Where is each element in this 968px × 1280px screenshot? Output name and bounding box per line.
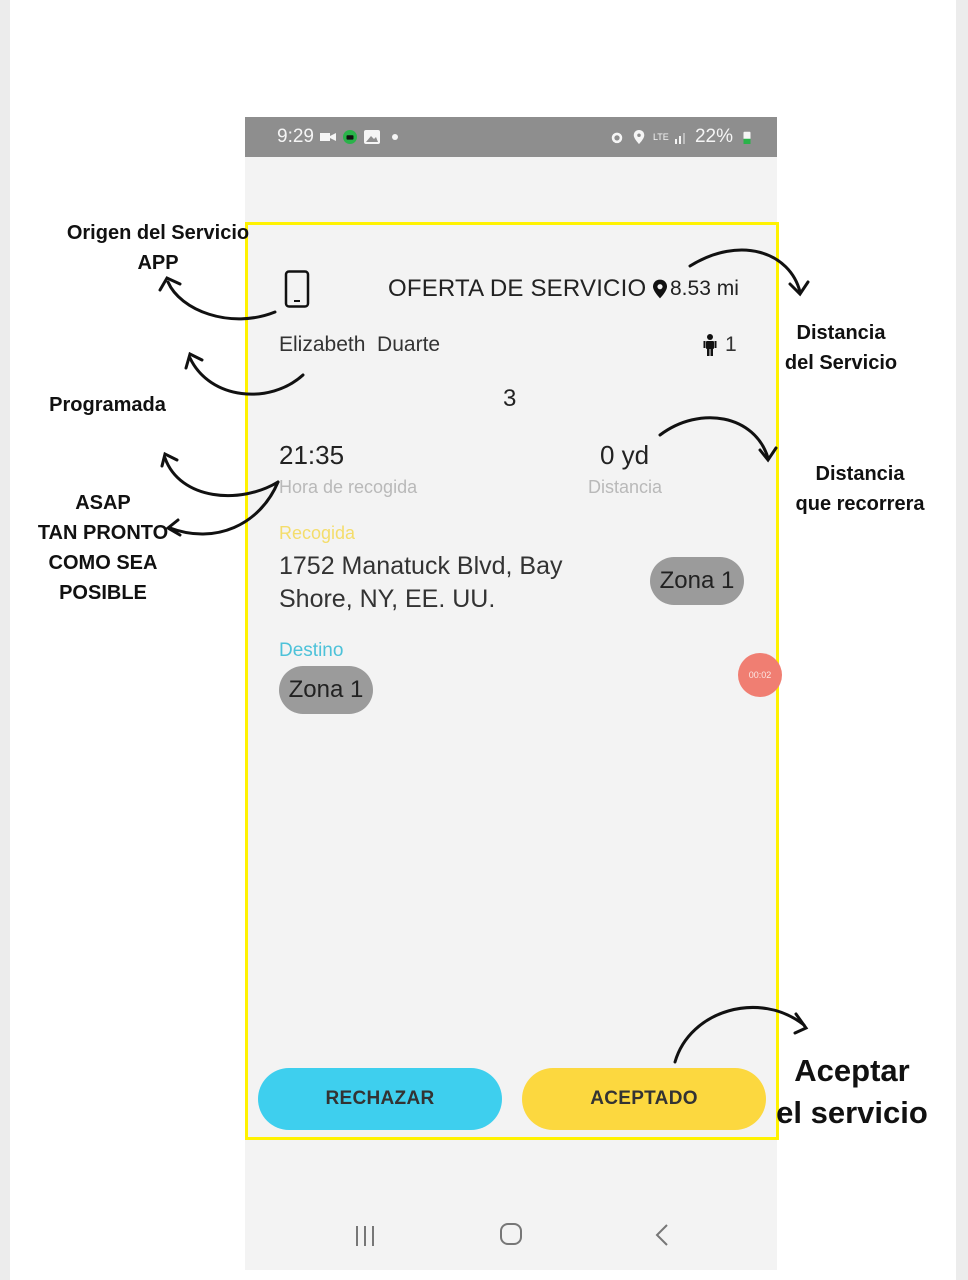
arrow-scheduled-head [184,351,204,370]
location-pin-icon [653,279,667,299]
annotation-travel-distance: Distancia que recorrera [780,459,940,519]
phone-screen: 9:29 LTE 22% OFERTA DE SERVICIO 8.53 mi … [245,117,782,1270]
arrow-accept-head [793,1012,809,1035]
annotation-travel-distance-line2: que recorrera [795,493,925,515]
arrow-origin-head [158,276,182,292]
service-distance-value: 8.53 mi [670,277,739,300]
image-icon [363,130,380,144]
annotation-origin: Origen del Servicio APP [52,218,264,278]
destination-zone-badge: Zona 1 [279,666,373,714]
location-status-icon [633,130,645,144]
offer-title: OFERTA DE SERVICIO [388,275,647,302]
annotation-asap-line1: ASAP [75,492,131,514]
battery-percent: 22% [694,126,733,147]
annotation-service-distance-line2: del Servicio [784,352,898,374]
network-type: LTE [652,131,669,142]
annotation-service-distance: Distancia del Servicio [776,318,906,378]
pickup-address: 1752 Manatuck Blvd, Bay Shore, NY, EE. U… [279,552,563,613]
arrow-asap-1-head [160,451,179,468]
alarm-icon [611,132,623,144]
annotation-accept-line2: el servicio [776,1095,928,1130]
annotation-asap: ASAP TAN PRONTO COMO SEA POSIBLE [28,488,178,608]
reject-button[interactable]: RECHAZAR [258,1068,502,1130]
destination-label: Destino [279,640,344,661]
annotation-accept-line1: Aceptar [794,1053,910,1088]
pickup-zone-badge: Zona 1 [650,557,744,605]
annotation-accept: Aceptar el servicio [772,1050,932,1134]
taxi-app-icon [342,130,357,144]
annotation-scheduled: Programada [49,394,166,416]
annotation-service-distance-line1: Distancia [796,322,886,344]
status-time: 9:29 [277,126,314,147]
status-bar: 9:29 LTE 22% [245,117,777,157]
pickup-label: Recogida [279,523,356,543]
pickup-time-label: Hora de recogida [279,477,418,497]
passenger-name: Elizabeth Duarte [279,333,441,356]
annotation-asap-line4: POSIBLE [59,582,147,604]
notification-dot-icon [391,134,398,140]
arrow-service-distance-head [788,280,810,297]
timer-bubble[interactable]: 00:02 [738,653,782,697]
service-offer-card: OFERTA DE SERVICIO 8.53 mi Elizabeth Dua… [245,222,782,1140]
home-icon[interactable] [499,1222,523,1246]
annotation-origin-line2: APP [137,252,179,274]
recent-apps-icon[interactable] [352,1224,378,1248]
passenger-count-value: 1 [725,333,737,356]
annotation-asap-line3: COMO SEA [48,552,158,574]
right-edge [956,0,968,1280]
accept-button[interactable]: ACEPTADO [522,1068,766,1130]
back-icon[interactable] [653,1222,671,1248]
annotation-travel-distance-line1: Distancia [815,463,905,485]
travel-distance: 0 yd [600,440,650,470]
person-icon [703,334,717,356]
signal-icon [674,133,685,144]
smartphone-icon [284,270,310,308]
travel-distance-label: Distancia [588,477,663,497]
scheduled-value: 3 [503,385,517,412]
pickup-time: 21:35 [279,440,345,470]
left-edge [0,0,10,1280]
battery-charging-icon [743,131,751,144]
android-nav-bar [245,1212,777,1262]
passenger-count: 1 [703,333,737,357]
video-icon [319,133,336,141]
annotation-origin-line1: Origen del Servicio [66,222,250,244]
annotation-asap-line2: TAN PRONTO [37,522,169,544]
service-distance: 8.53 mi [653,277,739,301]
